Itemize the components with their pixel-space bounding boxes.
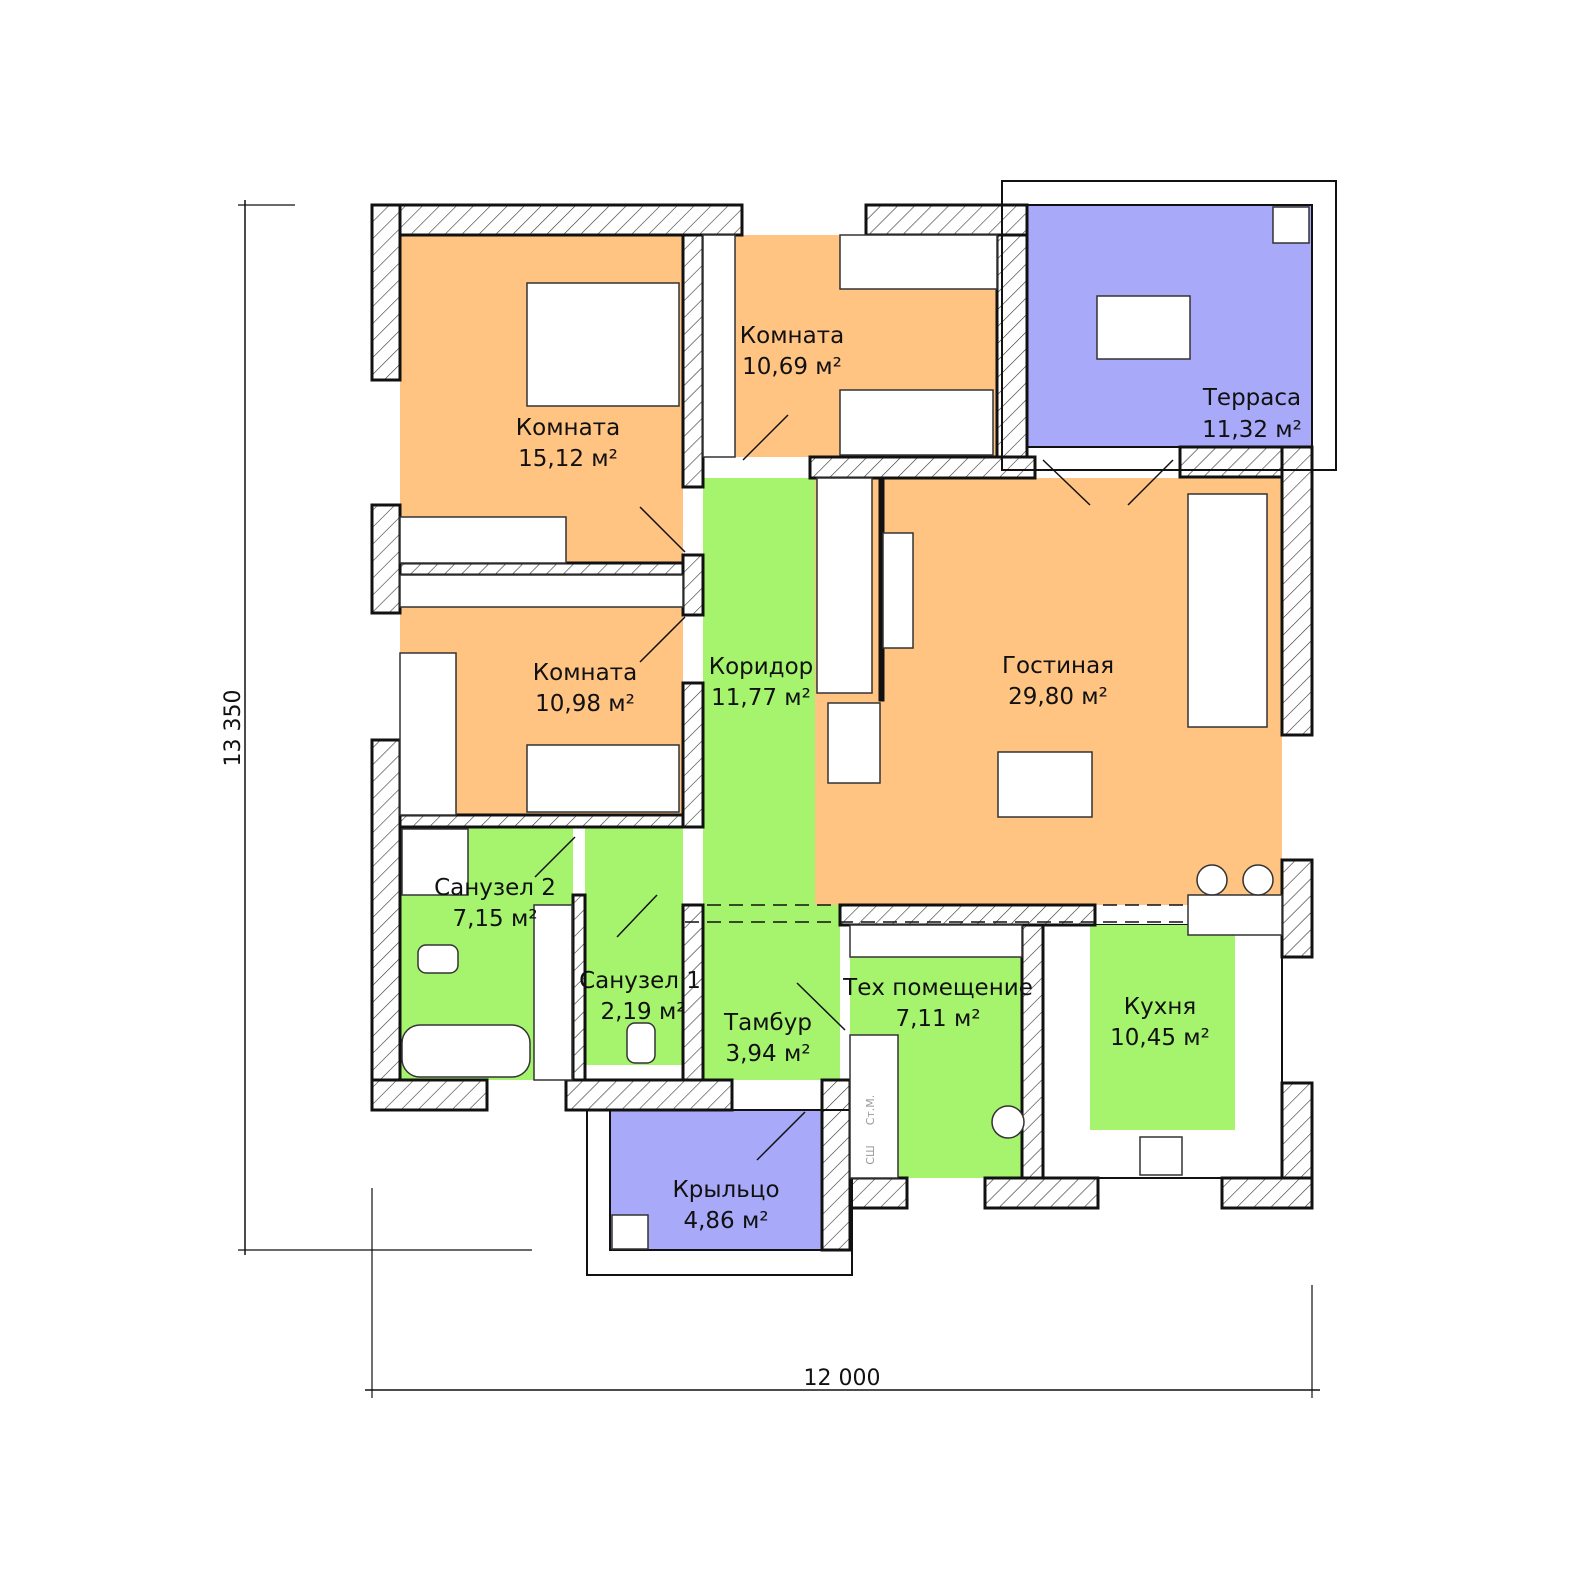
- tech-name: Тех помещение: [842, 975, 1033, 1001]
- tech-counter: [849, 1034, 899, 1179]
- bathtub: [401, 1024, 531, 1078]
- tank: [991, 1105, 1025, 1139]
- tv-stand: [882, 532, 914, 649]
- living-name: Гостиная: [1002, 653, 1114, 679]
- kitchen-sink: [1139, 1136, 1183, 1176]
- terrace-outline: [1001, 180, 1337, 471]
- pillar-porch: [611, 1214, 649, 1250]
- toilet-1: [417, 944, 459, 974]
- room3-name: Комната: [533, 660, 637, 686]
- doors: [534, 414, 1190, 1161]
- washer-label: Ст.М.: [864, 1095, 877, 1126]
- wardrobe-1: [399, 516, 567, 564]
- dining-table: [997, 751, 1093, 818]
- bar-stool: [1242, 864, 1274, 896]
- toilet-2: [626, 1022, 656, 1064]
- vestibule-area: 3,94 м²: [725, 1041, 810, 1067]
- vanity: [533, 904, 573, 1081]
- room1-area: 15,12 м²: [518, 446, 618, 472]
- bath1-name: Санузел 1: [579, 968, 701, 994]
- single-bed-room3: [526, 744, 680, 813]
- room-labels: Комната 15,12 м² Комната 10,69 м² Комнат…: [434, 323, 1302, 1234]
- room2-area: 10,69 м²: [742, 354, 842, 380]
- furniture: Ст.М. СШ: [399, 206, 1310, 1250]
- corridor-name: Коридор: [709, 654, 814, 680]
- desk-room2: [839, 234, 998, 290]
- double-bed: [526, 282, 680, 407]
- corridor-closet: [816, 477, 873, 694]
- vestibule-name: Тамбур: [723, 1010, 812, 1036]
- kitchen-fill: [1090, 925, 1235, 1130]
- bath1-area: 2,19 м²: [600, 999, 685, 1025]
- dining-table-terrace: [1096, 295, 1191, 360]
- height-dimension: 13 350: [221, 690, 246, 767]
- room1-name: Комната: [516, 415, 620, 441]
- sofa: [1187, 493, 1268, 728]
- closet-room2: [702, 234, 736, 458]
- pillar-terrace: [1272, 206, 1310, 244]
- tech-cabinet: [849, 924, 1023, 958]
- bar-stool: [1196, 864, 1228, 896]
- bath2-area: 7,15 м²: [452, 906, 537, 932]
- room2-name: Комната: [740, 323, 844, 349]
- bar-counter: [1187, 894, 1283, 936]
- terrace-fill: [1026, 204, 1313, 448]
- kitchen-area: 10,45 м²: [1110, 1025, 1210, 1051]
- shower: [401, 828, 469, 896]
- bath2-name: Санузел 2: [434, 875, 556, 901]
- terrace-area: 11,32 м²: [1202, 417, 1302, 443]
- porch-name: Крыльцо: [672, 1177, 779, 1203]
- kitchen-name: Кухня: [1124, 994, 1196, 1020]
- dimensions: 13 350 12 000: [221, 200, 1320, 1398]
- living-area: 29,80 м²: [1008, 684, 1108, 710]
- desk-room3: [399, 652, 457, 816]
- vestibule-fill: [703, 905, 840, 1080]
- dryer-label: СШ: [864, 1145, 877, 1164]
- room3-area: 10,98 м²: [535, 691, 635, 717]
- corridor-area: 11,77 м²: [711, 685, 811, 711]
- porch-area: 4,86 м²: [683, 1208, 768, 1234]
- width-dimension: 12 000: [804, 1366, 881, 1391]
- tech-area: 7,11 м²: [895, 1006, 980, 1032]
- porch-outline: [586, 1109, 853, 1276]
- walls: [370, 180, 1337, 1276]
- boiler: [827, 702, 881, 784]
- terrace-name: Терраса: [1202, 385, 1301, 411]
- single-bed-room2: [839, 389, 994, 456]
- wardrobe-2: [399, 574, 684, 608]
